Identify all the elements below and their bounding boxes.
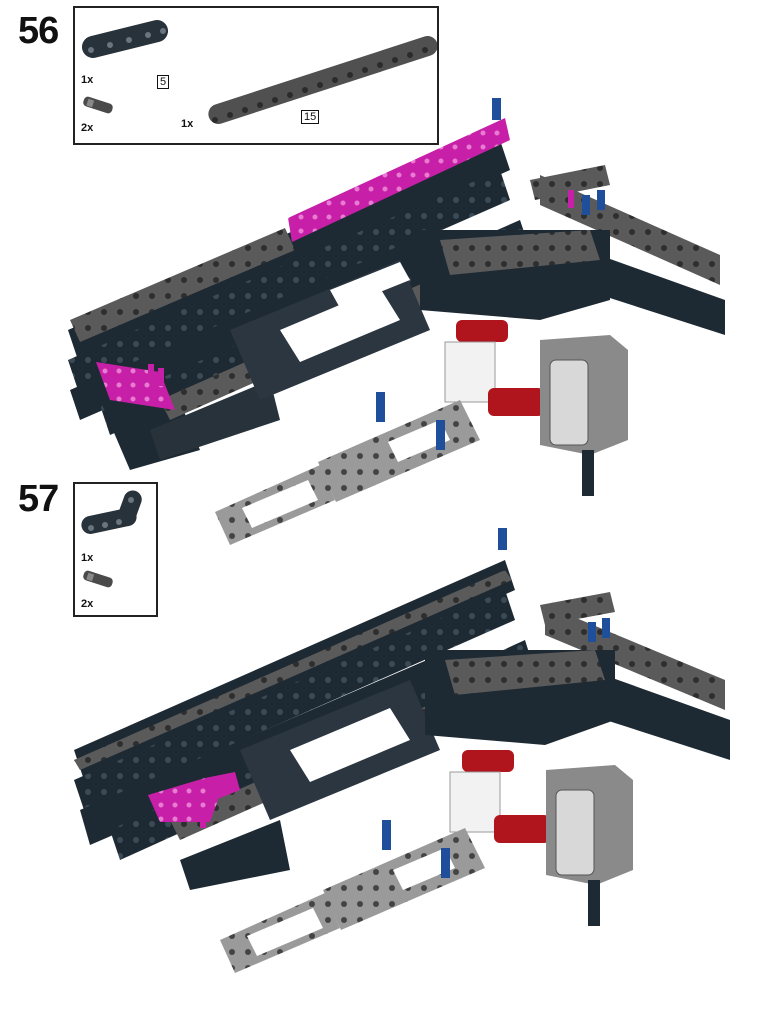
- motor-57: [546, 765, 633, 926]
- beam-15-part-icon: [208, 36, 437, 124]
- front-frame-hole-1: [242, 480, 318, 528]
- step-56-parts-box: 1x 5 2x 1x 15: [73, 6, 439, 145]
- inner-frame-hole-2: [330, 262, 410, 308]
- blue-pin-right-2: [597, 190, 605, 210]
- blue-pin-top-57: [498, 528, 507, 550]
- magenta-pin-2: [158, 368, 164, 386]
- part-length-beam15: 15: [301, 110, 320, 124]
- right-arm-dark-57: [590, 670, 730, 760]
- front-frame-hole-57-2: [393, 848, 455, 890]
- base-beam-gray-57: [74, 570, 512, 770]
- new-beam-5-magenta: [96, 362, 175, 410]
- red-connector-57-2: [494, 815, 550, 843]
- right-arm-beam-top: [530, 165, 610, 200]
- blue-pin-top: [492, 98, 501, 120]
- part-qty-beam15: 1x: [181, 118, 194, 130]
- step-57-number: 57: [18, 478, 59, 520]
- center-stack-gray-57: [445, 650, 605, 695]
- part-qty-pin: 2x: [81, 122, 94, 134]
- pin-part-icon-57: [83, 570, 113, 588]
- red-connector-57-1: [462, 750, 514, 772]
- new-bent-beam-magenta: [148, 778, 218, 822]
- white-block: [444, 341, 496, 403]
- white-block-57: [449, 771, 501, 833]
- right-arm-top-57: [540, 592, 615, 625]
- magenta-pin-57: [200, 812, 206, 828]
- pin-part-icon: [83, 96, 113, 114]
- blue-pin-right-57-1: [588, 622, 596, 642]
- blue-pin-front-2: [436, 420, 445, 450]
- part-length-beam5: 5: [157, 75, 170, 89]
- magenta-pin-1: [148, 364, 154, 382]
- blue-pin-front-1: [376, 392, 385, 422]
- blue-pin-front-57-1: [382, 820, 391, 850]
- magenta-pin-right: [568, 190, 574, 208]
- part-qty-pin-57: 2x: [81, 598, 94, 610]
- new-beam-15-magenta: [288, 118, 510, 242]
- red-connector-1: [456, 320, 508, 342]
- step-56-number: 56: [18, 10, 59, 52]
- red-connector-2: [488, 388, 544, 416]
- bent-beam-part-icon: [81, 490, 142, 534]
- parts-list-drawing-57: [81, 490, 142, 588]
- base-beam-dark-2-57: [74, 590, 515, 810]
- inner-frame-hole-57: [290, 708, 410, 782]
- front-frame-hole-57-1: [247, 908, 323, 956]
- right-arm-beam-dark: [585, 250, 725, 335]
- motor: [540, 335, 628, 496]
- beam-5-part-icon: [81, 20, 169, 58]
- part-qty-beam5: 1x: [81, 74, 94, 86]
- base-beam-gray-top: [70, 228, 295, 342]
- base-beam-dark-2: [68, 170, 510, 390]
- blue-pin-front-57-2: [441, 848, 450, 878]
- inner-frame-hole: [280, 288, 400, 362]
- step-57-assembly: [74, 528, 730, 973]
- new-bent-beam-arm: [205, 772, 240, 800]
- front-frame-hole-2: [388, 420, 450, 462]
- base-support-57: [180, 820, 290, 890]
- step-57-parts-box: 1x 2x: [73, 482, 158, 617]
- step-56-assembly: [68, 98, 725, 545]
- part-qty-bent-beam: 1x: [81, 552, 94, 564]
- blue-pin-right-57-2: [602, 618, 610, 638]
- parts-list-drawing: [81, 20, 437, 124]
- base-support-2: [150, 380, 280, 460]
- center-stack-gray: [440, 230, 600, 275]
- blue-pin-right-1: [582, 195, 590, 215]
